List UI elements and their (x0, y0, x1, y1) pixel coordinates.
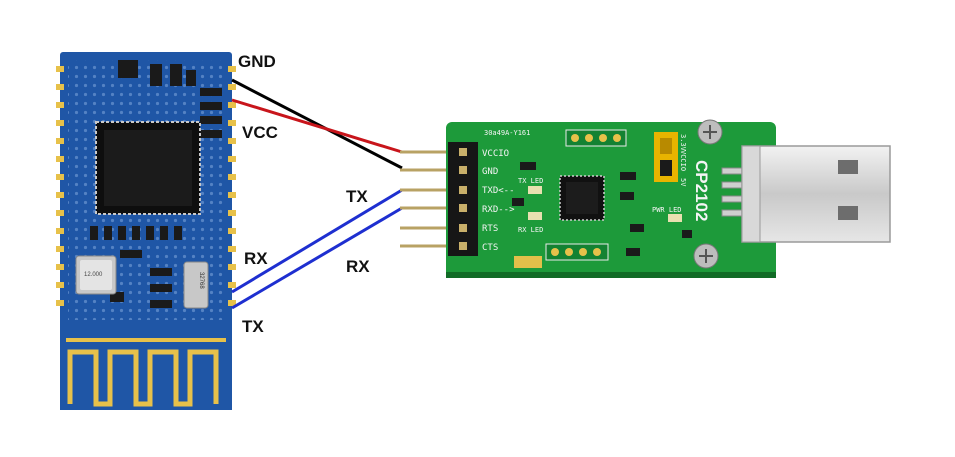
rx-led (528, 212, 542, 220)
wire-rx-to-tx (231, 206, 403, 310)
tx-led (528, 186, 542, 194)
pin-label-txd: TXD<-- (482, 186, 515, 196)
screw-bottom (693, 243, 719, 269)
bluetooth-module: 12.000 32768 (56, 52, 236, 410)
wires (231, 78, 403, 310)
label-gnd: GND (238, 52, 276, 71)
label-tx-adapter: TX (346, 187, 368, 206)
pwr-led-label: PWR LED (652, 206, 682, 214)
pin-label-cts: CTS (482, 243, 498, 253)
header-pins (400, 150, 448, 248)
jumper-label-vccio: VCCIO (679, 150, 687, 171)
adapter-model: CP2102 (692, 160, 711, 221)
adapter-pcb (446, 122, 776, 278)
label-vcc: VCC (242, 123, 278, 142)
adapter-bottom-pads (545, 243, 609, 261)
module-main-chip (95, 121, 201, 215)
crystal-label: 12.000 (84, 272, 103, 278)
jumper-label-5v: 5V (679, 178, 687, 187)
wire-gnd (231, 78, 403, 170)
adapter-header-block (448, 142, 478, 256)
module-top-components (118, 60, 222, 138)
tantalum-cap (514, 256, 542, 268)
label-rx-adapter: RX (346, 257, 370, 276)
adapter-serial: 30a49A-Y161 (484, 129, 530, 137)
module-crystal: 12.000 (75, 255, 117, 295)
jumper-label-33v: 3.3V (679, 134, 687, 152)
cp2102-adapter: VCCIO GND TXD<-- RXD--> RTS CTS 30a49A-Y… (446, 119, 776, 278)
module-edge-pads (56, 66, 236, 306)
rx-led-label: RX LED (518, 226, 543, 234)
usb-plug (741, 145, 891, 243)
crystal-small-label: 32768 (198, 272, 204, 289)
pin-label-rts: RTS (482, 224, 498, 234)
module-lower-components (90, 226, 182, 308)
module-antenna (60, 332, 232, 410)
usb-slot-top (838, 160, 858, 174)
usb-slot-bottom (838, 206, 858, 220)
adapter-top-pads (565, 129, 627, 147)
tx-led-label: TX LED (518, 177, 543, 185)
pin-label-gnd: GND (482, 167, 498, 177)
pin-label-rxd: RXD--> (482, 205, 515, 215)
pin-label-vccio: VCCIO (482, 149, 509, 159)
label-rx-module: RX (244, 249, 268, 268)
wire-tx-to-rx (231, 188, 403, 294)
label-tx-module: TX (242, 317, 264, 336)
adapter-small-components (512, 162, 692, 256)
screw-top (697, 119, 723, 145)
voltage-jumper: 3.3V VCCIO 5V (654, 132, 687, 187)
module-crystal-small: 32768 (183, 261, 209, 309)
pwr-led (668, 214, 682, 222)
wire-vcc (231, 98, 403, 154)
cp2102-chip (559, 175, 605, 221)
